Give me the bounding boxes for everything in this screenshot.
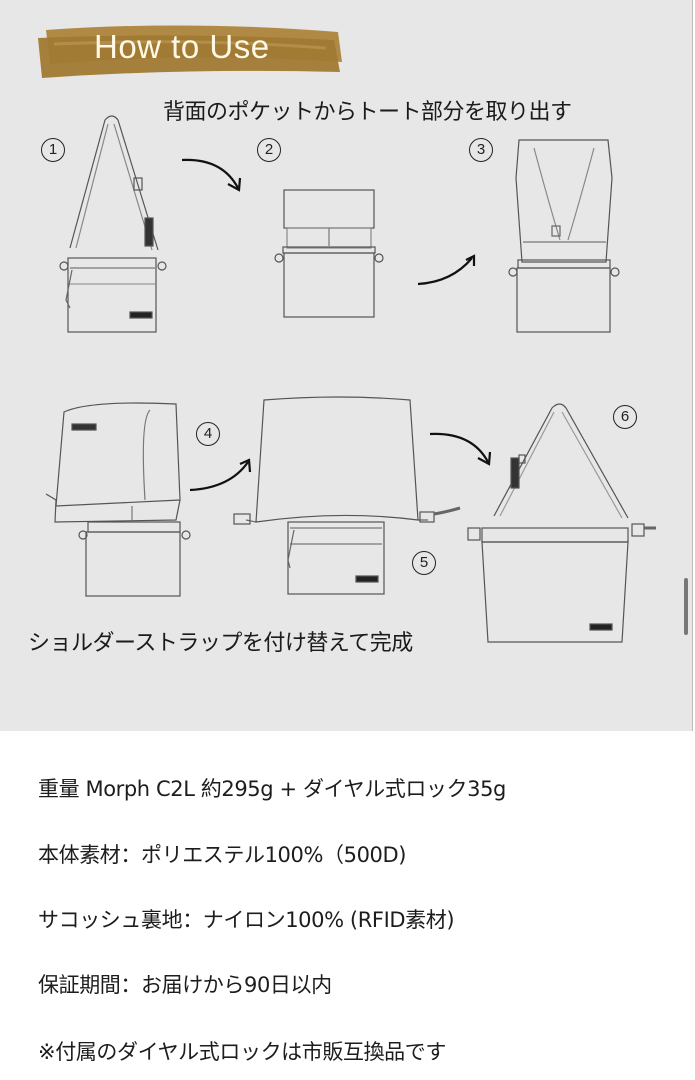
spec-lock-note: ※付属のダイヤル式ロックは市販互換品です (38, 1040, 446, 1064)
spec-list: 重量 Morph C2L 約295g + ダイヤル式ロック35g 本体素材：ポリ… (0, 731, 695, 1080)
spec-weight: 重量 Morph C2L 約295g + ダイヤル式ロック35g (38, 777, 506, 801)
banner-title: How to Use (94, 28, 270, 65)
scrollbar-thumb[interactable] (684, 578, 688, 635)
step-number-4: 4 (196, 422, 220, 446)
how-to-use-banner: How to Use (36, 22, 346, 80)
spec-main-material: 本体素材：ポリエステル100%（500D) (38, 843, 407, 867)
step-number-6: 6 (613, 405, 637, 429)
spec-sacoche-lining: サコッシュ裏地：ナイロン100% (RFID素材) (38, 908, 455, 932)
spec-warranty: 保証期間：お届けから90日以内 (38, 973, 332, 997)
step-number-5: 5 (412, 551, 436, 575)
step1-sacoche-icon (59, 115, 167, 333)
step-number-2: 2 (257, 138, 281, 162)
step5-tote-expanded-icon (233, 396, 461, 595)
caption-remove-tote: 背面のポケットからトート部分を取り出す (163, 100, 572, 125)
step4-tote-folding-icon (45, 402, 191, 597)
step-number-3: 3 (469, 138, 493, 162)
brushstroke-background (38, 25, 342, 78)
step-number-1: 1 (41, 138, 65, 162)
caption-complete: ショルダーストラップを付け替えて完成 (28, 631, 413, 656)
step3-tote-unfolded-icon (508, 139, 620, 333)
step6-tote-with-strap-icon (467, 403, 656, 643)
step2-tote-pull-icon (274, 189, 384, 318)
bag-illustrations (45, 115, 656, 643)
how-to-use-guide: How to Use 背面のポケットからトート部分を取り出す 1 2 3 4 5… (0, 0, 693, 731)
